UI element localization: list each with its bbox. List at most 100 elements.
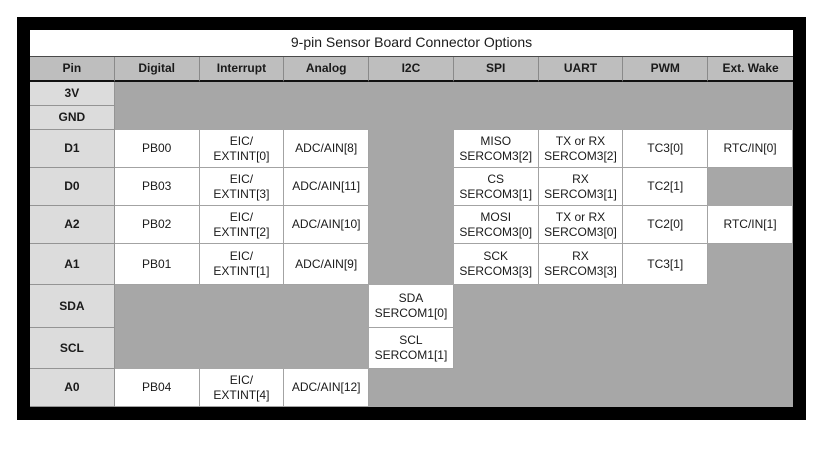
cell-d0-analog: ADC/AIN[11]	[284, 168, 370, 206]
empty-cell-a1-ext-wake	[708, 244, 793, 285]
pin-row-sda: SDA SDA SERCOM1[0]	[30, 285, 793, 328]
column-header-pin: Pin	[30, 57, 115, 82]
column-header-analog: Analog	[284, 57, 370, 82]
cell-a0-digital: PB04	[114, 369, 200, 407]
cell-a1-spi: SCK SERCOM3[3]	[453, 244, 539, 285]
empty-cell-gnd-ext-wake	[708, 106, 793, 130]
empty-cell-gnd-uart	[538, 106, 624, 130]
pin-label-3v: 3V	[30, 82, 115, 106]
empty-cell-a0-spi	[453, 369, 539, 407]
cell-d0-digital: PB03	[114, 168, 200, 206]
column-header-ext-wake: Ext. Wake	[708, 57, 793, 82]
cell-a1-interrupt: EIC/ EXTINT[1]	[199, 244, 285, 285]
empty-cell-a0-uart	[538, 369, 624, 407]
table-title-row: 9-pin Sensor Board Connector Options	[30, 30, 793, 57]
empty-cell-3v-spi	[453, 82, 539, 106]
empty-cell-scl-digital	[114, 328, 200, 369]
pin-label-d1: D1	[30, 130, 115, 168]
empty-cell-scl-pwm	[623, 328, 709, 369]
empty-cell-sda-analog	[284, 285, 370, 328]
cell-d1-analog: ADC/AIN[8]	[284, 130, 370, 168]
empty-cell-sda-pwm	[623, 285, 709, 328]
cell-a0-analog: ADC/AIN[12]	[284, 369, 370, 407]
empty-cell-a1-i2c	[369, 244, 454, 285]
empty-cell-a2-i2c	[369, 206, 454, 244]
table-frame: 9-pin Sensor Board Connector Options Pin…	[17, 17, 806, 420]
pin-label-gnd: GND	[30, 106, 115, 130]
empty-cell-d0-i2c	[369, 168, 454, 206]
cell-d0-pwm: TC2[1]	[623, 168, 709, 206]
column-header-interrupt: Interrupt	[199, 57, 285, 82]
pin-row-scl: SCL SCL SERCOM1[1]	[30, 328, 793, 369]
cell-d0-spi: CS SERCOM3[1]	[453, 168, 539, 206]
empty-cell-gnd-spi	[453, 106, 539, 130]
pin-label-a1: A1	[30, 244, 115, 285]
empty-cell-sda-ext-wake	[708, 285, 793, 328]
column-header-uart: UART	[538, 57, 624, 82]
cell-d1-digital: PB00	[114, 130, 200, 168]
empty-cell-gnd-digital	[114, 106, 200, 130]
empty-cell-sda-digital	[114, 285, 200, 328]
empty-cell-gnd-pwm	[623, 106, 709, 130]
cell-d0-uart: RX SERCOM3[1]	[538, 168, 624, 206]
cell-d1-pwm: TC3[0]	[623, 130, 709, 168]
column-header-pwm: PWM	[623, 57, 709, 82]
cell-a2-ext-wake: RTC/IN[1]	[708, 206, 793, 244]
connector-options-table: 9-pin Sensor Board Connector Options Pin…	[30, 30, 793, 407]
cell-a2-digital: PB02	[114, 206, 200, 244]
empty-cell-scl-spi	[453, 328, 539, 369]
cell-a2-interrupt: EIC/ EXTINT[2]	[199, 206, 285, 244]
cell-d1-ext-wake: RTC/IN[0]	[708, 130, 793, 168]
cell-a2-pwm: TC2[0]	[623, 206, 709, 244]
cell-d1-uart: TX or RX SERCOM3[2]	[538, 130, 624, 168]
cell-d0-interrupt: EIC/ EXTINT[3]	[199, 168, 285, 206]
empty-cell-gnd-i2c	[369, 106, 454, 130]
empty-cell-scl-ext-wake	[708, 328, 793, 369]
pin-label-d0: D0	[30, 168, 115, 206]
empty-cell-3v-digital	[114, 82, 200, 106]
empty-cell-gnd-analog	[284, 106, 370, 130]
cell-a0-interrupt: EIC/ EXTINT[4]	[199, 369, 285, 407]
empty-cell-3v-interrupt	[199, 82, 285, 106]
empty-cell-a0-pwm	[623, 369, 709, 407]
empty-cell-scl-analog	[284, 328, 370, 369]
empty-cell-d0-ext-wake	[708, 168, 793, 206]
empty-cell-sda-interrupt	[199, 285, 285, 328]
empty-cell-a0-i2c	[369, 369, 454, 407]
empty-cell-3v-i2c	[369, 82, 454, 106]
column-header-spi: SPI	[453, 57, 539, 82]
pin-row-3v: 3V	[30, 82, 793, 106]
cell-a1-analog: ADC/AIN[9]	[284, 244, 370, 285]
pin-row-gnd: GND	[30, 106, 793, 130]
cell-a2-uart: TX or RX SERCOM3[0]	[538, 206, 624, 244]
cell-scl-i2c: SCL SERCOM1[1]	[369, 328, 454, 369]
empty-cell-gnd-interrupt	[199, 106, 285, 130]
empty-cell-3v-uart	[538, 82, 624, 106]
empty-cell-scl-interrupt	[199, 328, 285, 369]
pin-label-a2: A2	[30, 206, 115, 244]
empty-cell-3v-pwm	[623, 82, 709, 106]
empty-cell-3v-ext-wake	[708, 82, 793, 106]
cell-sda-i2c: SDA SERCOM1[0]	[369, 285, 454, 328]
empty-cell-sda-uart	[538, 285, 624, 328]
cell-d1-spi: MISO SERCOM3[2]	[453, 130, 539, 168]
empty-cell-a0-ext-wake	[708, 369, 793, 407]
pin-label-scl: SCL	[30, 328, 115, 369]
empty-cell-scl-uart	[538, 328, 624, 369]
column-header-digital: Digital	[114, 57, 200, 82]
cell-a1-digital: PB01	[114, 244, 200, 285]
cell-a2-spi: MOSI SERCOM3[0]	[453, 206, 539, 244]
column-header-i2c: I2C	[369, 57, 454, 82]
pin-label-sda: SDA	[30, 285, 115, 328]
table-title: 9-pin Sensor Board Connector Options	[30, 30, 793, 57]
cell-a1-uart: RX SERCOM3[3]	[538, 244, 624, 285]
pin-label-a0: A0	[30, 369, 115, 407]
